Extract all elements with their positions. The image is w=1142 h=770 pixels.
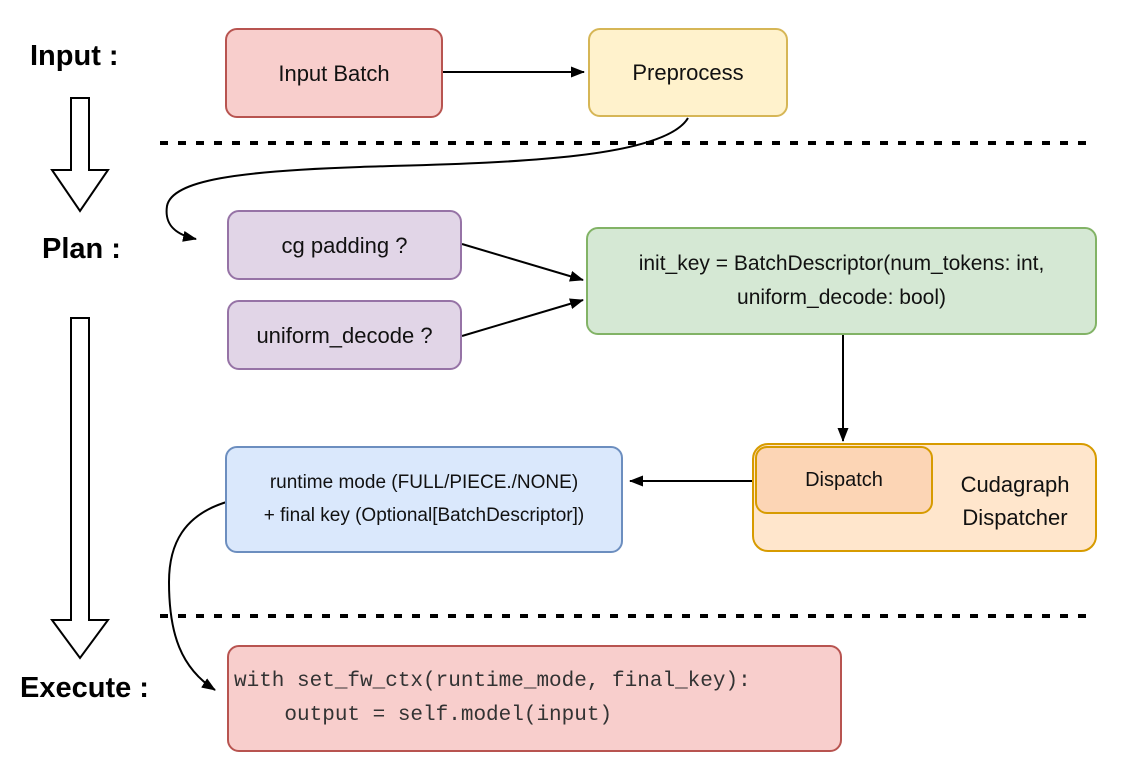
input-batch-label: Input Batch [278, 60, 390, 86]
execute-code-line1: with set_fw_ctx(runtime_mode, final_key)… [234, 669, 751, 693]
execute-code-line2: output = self.model(input) [234, 703, 613, 727]
block-arrow-input-to-plan-icon [50, 97, 110, 213]
cg-padding-label: cg padding ? [281, 232, 408, 258]
dispatch-label: Dispatch [805, 469, 883, 491]
execute-code-node: with set_fw_ctx(runtime_mode, final_key)… [227, 645, 842, 752]
connector-uniformdecode-to-initkey [461, 298, 584, 337]
block-arrow-plan-to-execute-icon [50, 317, 110, 660]
init-key-line2: uniform_decode: bool) [737, 286, 946, 309]
init-key-node: init_key = BatchDescriptor(num_tokens: i… [586, 227, 1097, 335]
stage-label-plan: Plan : [42, 233, 121, 265]
dispatch-node: Dispatch [755, 446, 933, 514]
stage-label-execute: Execute : [20, 672, 149, 704]
cudagraph-dispatcher-line1: Cudagraph [960, 472, 1070, 497]
runtime-mode-line2: + final key (Optional[BatchDescriptor]) [263, 504, 585, 526]
preprocess-node: Preprocess [588, 28, 788, 117]
uniform-decode-node: uniform_decode ? [227, 300, 462, 370]
cudagraph-dispatcher-label: Cudagraph Dispatcher [933, 468, 1097, 534]
connector-cgpadding-to-initkey [461, 243, 584, 282]
connector-runtimemode-to-executecode [167, 500, 231, 691]
runtime-mode-line1: runtime mode (FULL/PIECE./NONE) [269, 472, 579, 494]
stage-label-input: Input : [30, 40, 119, 72]
cg-padding-node: cg padding ? [227, 210, 462, 280]
runtime-mode-node: runtime mode (FULL/PIECE./NONE) + final … [225, 446, 623, 553]
input-batch-node: Input Batch [225, 28, 443, 118]
init-key-line1: init_key = BatchDescriptor(num_tokens: i… [638, 252, 1045, 276]
cudagraph-dispatcher-line2: Dispatcher [962, 505, 1068, 530]
uniform-decode-label: uniform_decode ? [256, 322, 433, 348]
preprocess-label: Preprocess [632, 60, 744, 85]
connector-preprocess-to-cgpadding [165, 117, 689, 242]
